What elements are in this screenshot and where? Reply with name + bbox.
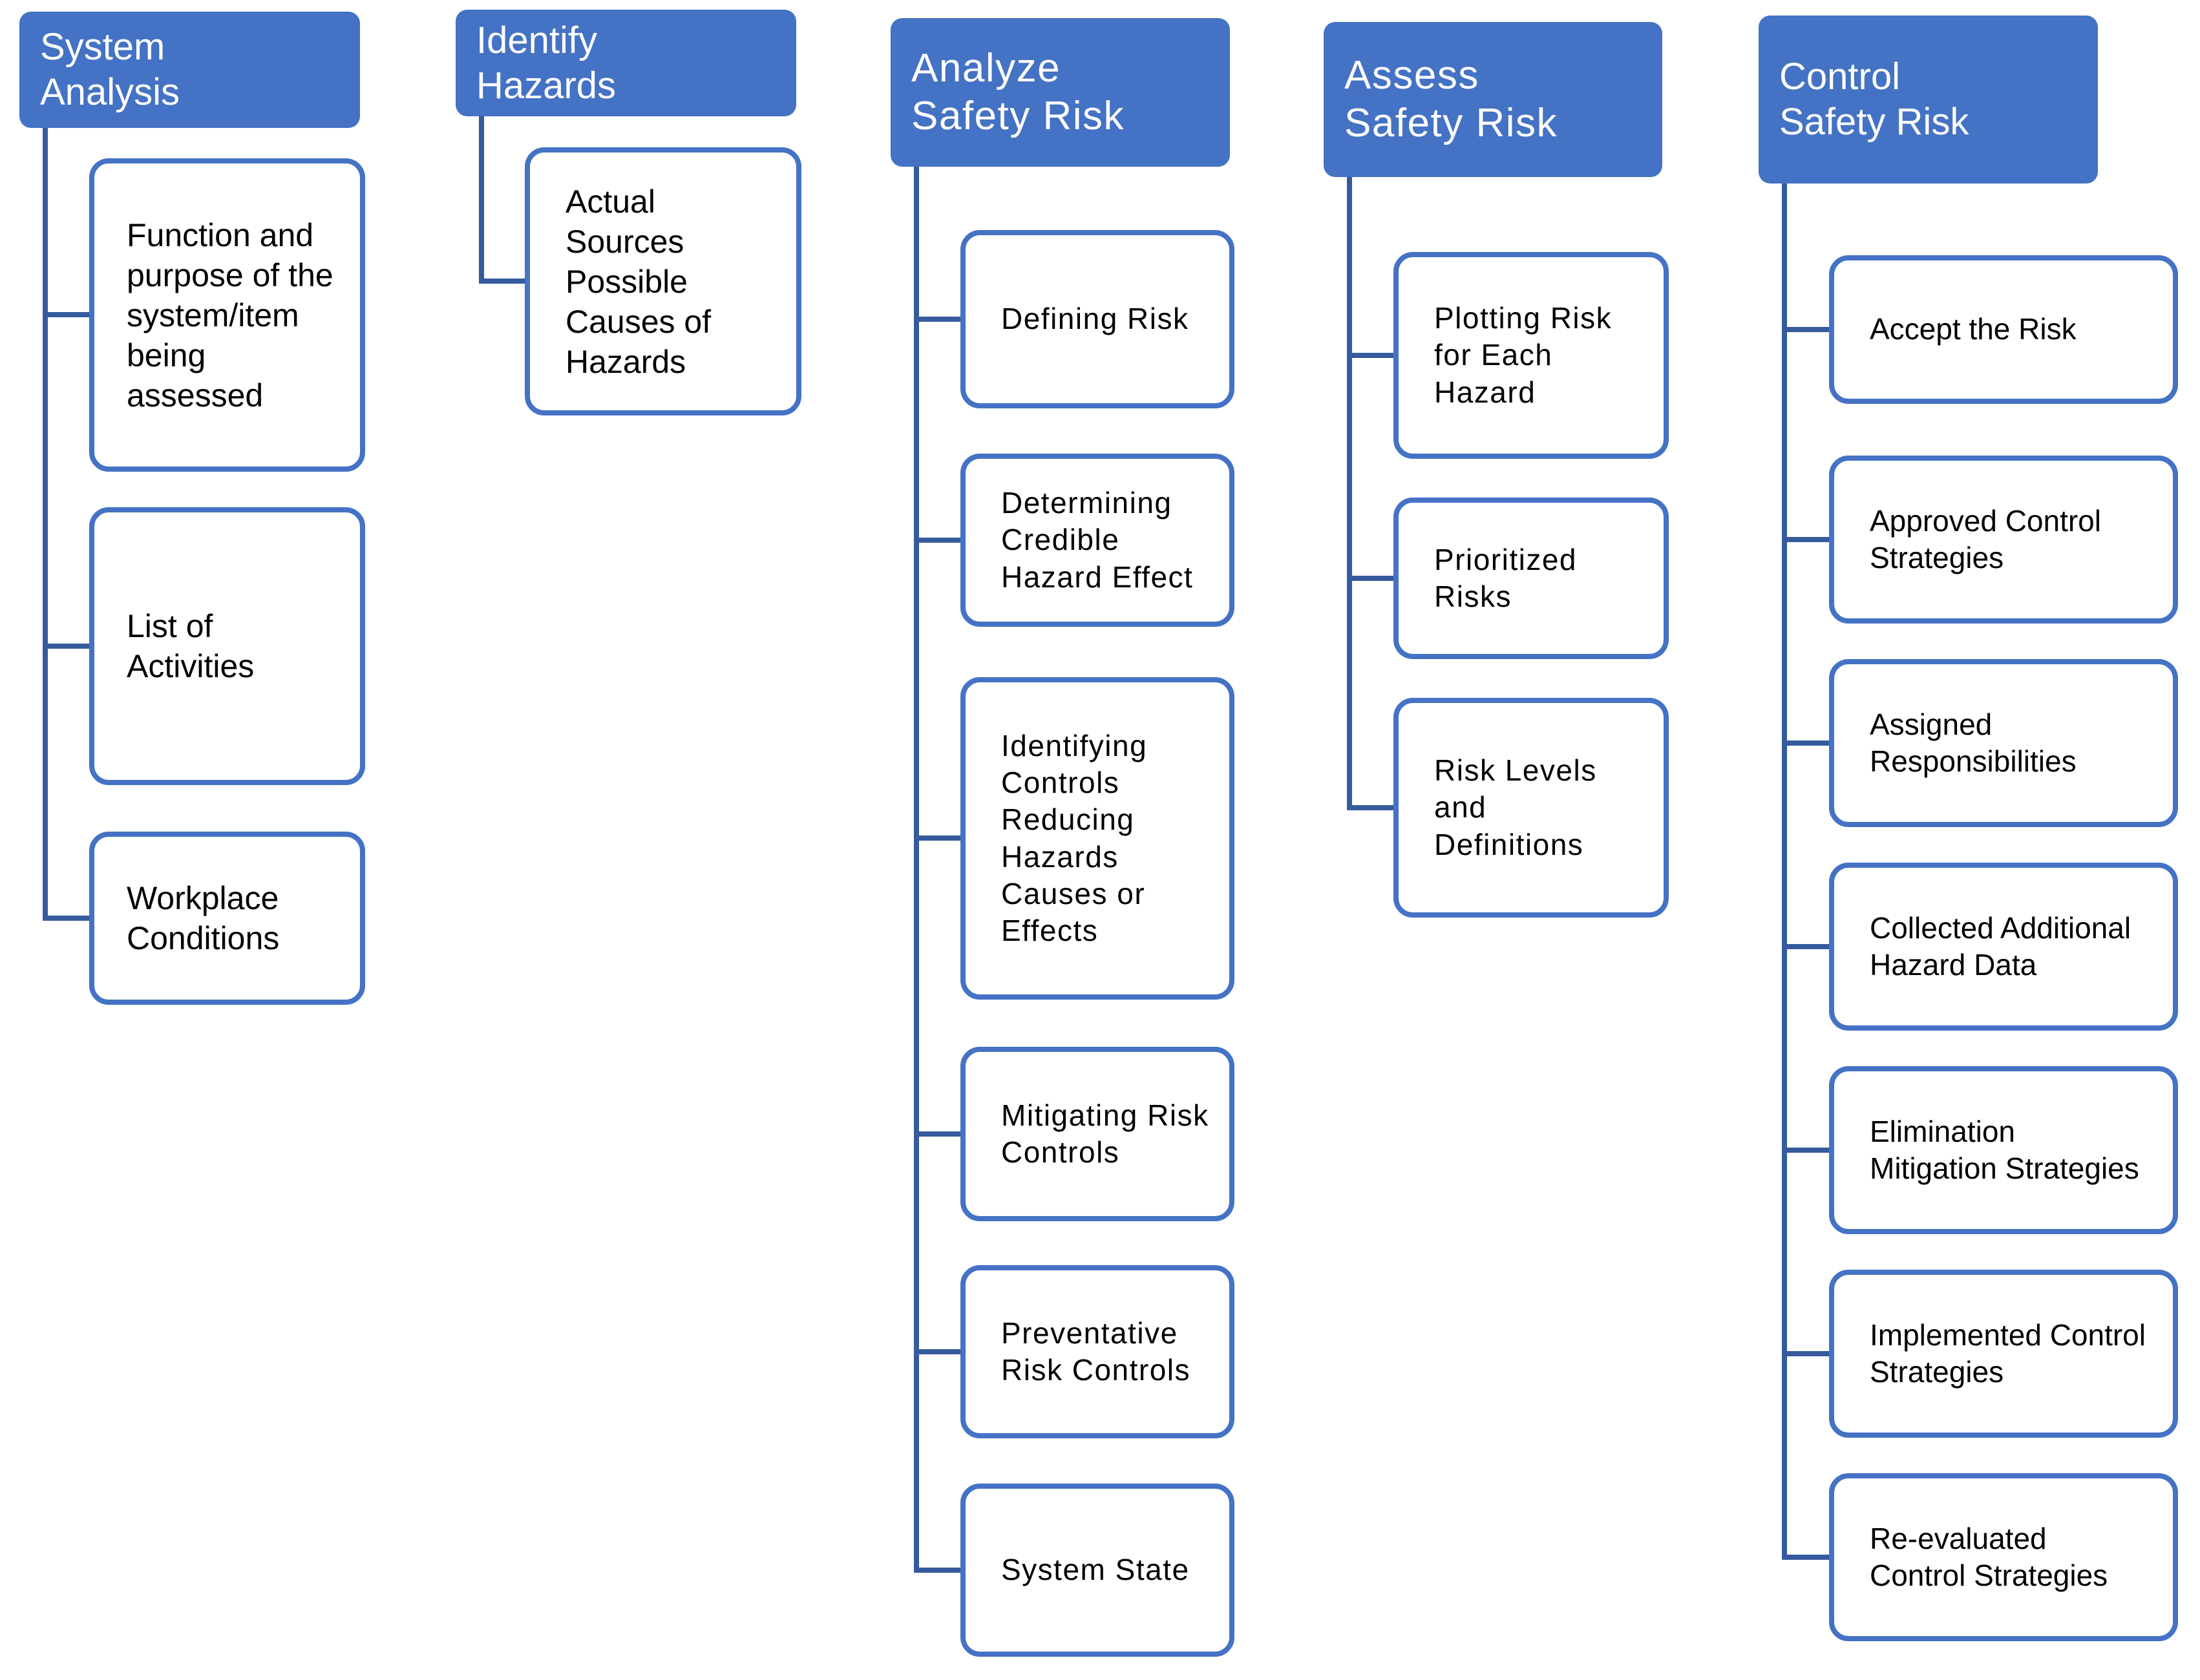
- box-list-of-activities-label: List of Activities: [127, 608, 255, 684]
- connector-vline-assess-safety-risk: [1347, 177, 1352, 810]
- box-reevaluated-control-strategies-label: Re-evaluated Control Strategies: [1870, 1521, 2108, 1592]
- box-defining-risk-label: Defining Risk: [1001, 302, 1189, 336]
- box-approved-control-strategies: Approved Control Strategies: [1829, 456, 2178, 624]
- box-plotting-risk-label: Plotting Risk for Each Hazard: [1434, 301, 1613, 409]
- box-collected-additional-hazard-data: Collected Additional Hazard Data: [1829, 863, 2178, 1031]
- box-identifying-controls: Identifying Controls Reducing Hazards Ca…: [960, 677, 1234, 1000]
- box-actual-sources-label: Actual Sources Possible Causes of Hazard…: [566, 183, 712, 380]
- box-actual-sources: Actual Sources Possible Causes of Hazard…: [525, 147, 801, 415]
- connector-stub: [914, 1568, 960, 1573]
- connector-stub: [1782, 327, 1829, 332]
- header-control-safety-risk-label: Control Safety Risk: [1779, 56, 1969, 143]
- connector-vline-system-analysis: [43, 128, 48, 921]
- header-identify-hazards: Identify Hazards: [456, 10, 796, 116]
- connector-stub: [479, 278, 525, 284]
- connector-vline-control-safety-risk: [1782, 184, 1787, 1560]
- connector-stub: [43, 916, 89, 921]
- box-workplace-conditions: Workplace Conditions: [89, 832, 365, 1005]
- box-preventative-risk-controls: Preventative Risk Controls: [960, 1265, 1234, 1438]
- connector-stub: [1347, 805, 1393, 810]
- header-assess-safety-risk-label: Assess Safety Risk: [1344, 52, 1558, 145]
- connector-stub: [914, 1131, 960, 1137]
- box-assigned-responsibilities-label: Assigned Responsibilities: [1870, 707, 2077, 778]
- connector-stub: [914, 1349, 960, 1354]
- header-system-analysis-label: System Analysis: [40, 26, 180, 113]
- connector-stub: [1782, 944, 1829, 949]
- box-identifying-controls-label: Identifying Controls Reducing Hazards Ca…: [1001, 729, 1148, 947]
- box-elimination-mitigation-strategies: Elimination Mitigation Strategies: [1829, 1066, 2178, 1234]
- connector-stub: [1347, 576, 1393, 581]
- box-plotting-risk: Plotting Risk for Each Hazard: [1393, 252, 1669, 459]
- box-list-of-activities: List of Activities: [89, 507, 365, 785]
- box-preventative-risk-controls-label: Preventative Risk Controls: [1001, 1316, 1191, 1387]
- header-control-safety-risk: Control Safety Risk: [1759, 16, 2098, 184]
- connector-stub: [1782, 740, 1829, 746]
- box-mitigating-risk-controls: Mitigating Risk Controls: [960, 1047, 1234, 1221]
- box-determining-credible-hazard-effect: Determining Credible Hazard Effect: [960, 454, 1234, 627]
- header-system-analysis: System Analysis: [19, 12, 360, 128]
- connector-stub: [914, 317, 960, 322]
- connector-stub: [914, 538, 960, 543]
- box-implemented-control-strategies: Implemented Control Strategies: [1829, 1270, 2178, 1438]
- box-risk-levels-and-definitions: Risk Levels and Definitions: [1393, 698, 1669, 918]
- box-defining-risk: Defining Risk: [960, 230, 1234, 408]
- box-function-and-purpose-label: Function and purpose of the system/item …: [127, 216, 333, 414]
- box-workplace-conditions-label: Workplace Conditions: [127, 880, 280, 956]
- box-function-and-purpose: Function and purpose of the system/item …: [89, 158, 365, 472]
- box-system-state: System State: [960, 1484, 1234, 1657]
- box-system-state-label: System State: [1001, 1553, 1190, 1587]
- connector-stub: [914, 835, 960, 841]
- box-elimination-mitigation-strategies-label: Elimination Mitigation Strategies: [1870, 1114, 2139, 1185]
- box-collected-additional-hazard-data-label: Collected Additional Hazard Data: [1870, 910, 2131, 982]
- header-analyze-safety-risk: Analyze Safety Risk: [891, 18, 1230, 167]
- box-assigned-responsibilities: Assigned Responsibilities: [1829, 659, 2178, 827]
- connector-stub: [1782, 1351, 1829, 1356]
- header-analyze-safety-risk-label: Analyze Safety Risk: [911, 45, 1125, 138]
- box-reevaluated-control-strategies: Re-evaluated Control Strategies: [1829, 1473, 2178, 1641]
- box-determining-credible-hazard-effect-label: Determining Credible Hazard Effect: [1001, 486, 1194, 594]
- box-prioritized-risks: Prioritized Risks: [1393, 498, 1669, 659]
- header-identify-hazards-label: Identify Hazards: [476, 19, 616, 107]
- box-approved-control-strategies-label: Approved Control Strategies: [1870, 503, 2101, 574]
- box-risk-levels-and-definitions-label: Risk Levels and Definitions: [1434, 753, 1597, 861]
- box-mitigating-risk-controls-label: Mitigating Risk Controls: [1001, 1098, 1209, 1169]
- connector-vline-identify-hazards: [479, 116, 484, 284]
- header-assess-safety-risk: Assess Safety Risk: [1324, 22, 1662, 177]
- connector-stub: [1782, 1148, 1829, 1153]
- connector-vline-analyze-safety-risk: [914, 167, 919, 1573]
- box-accept-the-risk-label: Accept the Risk: [1870, 312, 2077, 346]
- box-implemented-control-strategies-label: Implemented Control Strategies: [1870, 1318, 2146, 1389]
- connector-stub: [43, 644, 89, 649]
- box-accept-the-risk: Accept the Risk: [1829, 255, 2178, 404]
- connector-stub: [1782, 1555, 1829, 1560]
- connector-stub: [1347, 353, 1393, 358]
- connector-stub: [43, 312, 89, 317]
- box-prioritized-risks-label: Prioritized Risks: [1434, 542, 1578, 613]
- connector-stub: [1782, 537, 1829, 542]
